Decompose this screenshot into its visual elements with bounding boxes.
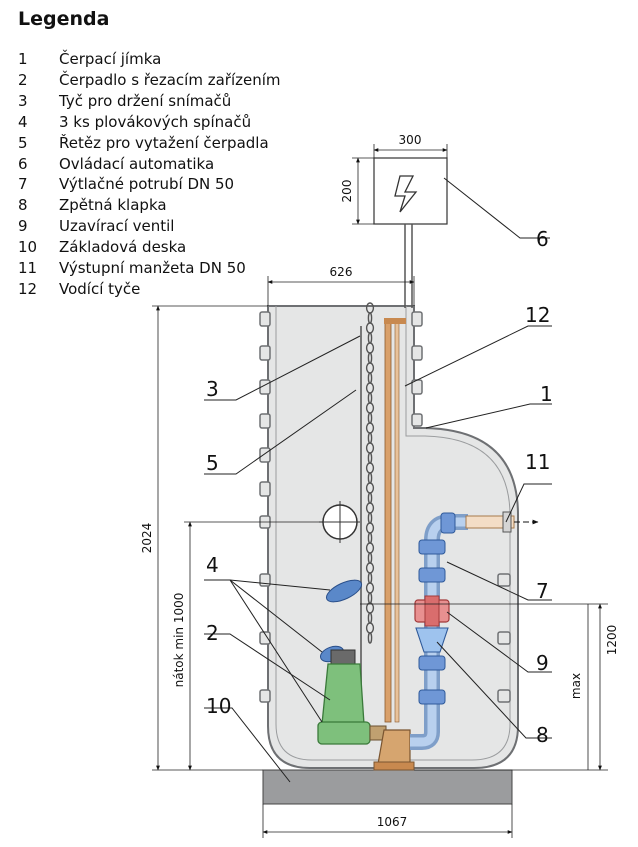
callout-3: 3 xyxy=(206,377,219,401)
legend-item-label: Čerpadlo s řezacím zařízením xyxy=(59,70,281,89)
legend-item-number: 6 xyxy=(18,154,28,173)
chain-link xyxy=(367,632,373,644)
legend-item: 5 Řetěz pro vytažení čerpadla xyxy=(18,133,281,154)
dim-total-height: 2024 xyxy=(140,523,154,554)
legend-item-number: 3 xyxy=(18,91,28,110)
dim-inlet-min: nátok min 1000 xyxy=(172,593,186,688)
legend-item-number: 12 xyxy=(18,279,38,298)
legend-item-label: Základová deska xyxy=(59,238,187,257)
pump xyxy=(317,649,415,771)
control-box xyxy=(373,157,448,308)
base-plate xyxy=(262,769,513,805)
legend-item: 3 Tyč pro držení snímačů xyxy=(18,91,281,112)
legend-item: 4 3 ks plovákových spínačů xyxy=(18,112,281,133)
dim-base-width: 1067 xyxy=(377,815,408,829)
legend-item-label: Řetěz pro vytažení čerpadla xyxy=(59,133,269,152)
dim-box-height: 200 xyxy=(340,180,354,203)
lifting-chain xyxy=(365,302,375,644)
legend-title: Legenda xyxy=(18,8,110,30)
callout-6: 6 xyxy=(536,227,549,251)
callout-12: 12 xyxy=(525,303,550,327)
legend-item-label: Výtlačné potrubí DN 50 xyxy=(59,175,235,194)
callout-9: 9 xyxy=(536,651,549,675)
legend-item-label: Ovládací automatika xyxy=(59,154,215,173)
legend-item-number: 7 xyxy=(18,175,28,194)
callout-8: 8 xyxy=(536,723,549,747)
legend-item: 12 Vodící tyče xyxy=(18,279,281,300)
legend-item-number: 5 xyxy=(18,133,28,152)
legend-item-number: 11 xyxy=(18,259,38,278)
legend-item-number: 1 xyxy=(18,50,28,68)
callout-1: 1 xyxy=(540,382,553,406)
callout-11: 11 xyxy=(525,450,550,474)
callout-5: 5 xyxy=(206,451,219,475)
legend-item-number: 8 xyxy=(18,196,28,215)
lightning-icon xyxy=(394,175,418,213)
legend-item: 8 Zpětná klapka xyxy=(18,195,281,216)
legend-item-label: Tyč pro držení snímačů xyxy=(59,91,232,110)
legend-item-label: Výstupní manžeta DN 50 xyxy=(59,259,246,278)
legend-item-label: Vodící tyče xyxy=(59,279,141,298)
callout-7: 7 xyxy=(536,579,549,603)
legend-item-label: Uzavírací ventil xyxy=(59,217,175,236)
legend-item: 2 Čerpadlo s řezacím zařízením xyxy=(18,70,281,91)
legend-item-number: 10 xyxy=(18,238,38,257)
dim-shaft-width: 626 xyxy=(330,265,353,279)
legend-item: 6 Ovládací automatika xyxy=(18,154,281,175)
legend-item: 10 Základová deska xyxy=(18,237,281,258)
legend-item-label: Zpětná klapka xyxy=(59,196,167,215)
legend-item-number: 2 xyxy=(18,70,28,89)
shutoff-valve xyxy=(414,595,450,627)
legend-item: 1 Čerpací jímka xyxy=(18,49,281,70)
dim-level-height: 1200 xyxy=(605,625,619,656)
dim-level-max: max xyxy=(569,673,583,699)
legend-item-number: 4 xyxy=(18,112,28,131)
legend-item-label: 3 ks plovákových spínačů xyxy=(59,112,252,131)
legend-item-label: Čerpací jímka xyxy=(59,50,162,68)
legend-item: 9 Uzavírací ventil xyxy=(18,216,281,237)
check-valve xyxy=(415,627,449,653)
legend-list: 1 Čerpací jímka 2 Čerpadlo s řezacím zaříze… xyxy=(18,49,281,300)
legend-item: 11 Výstupní manžeta DN 50 xyxy=(18,258,281,279)
callout-2: 2 xyxy=(206,621,219,645)
callout-4: 4 xyxy=(206,553,219,577)
guide-rods xyxy=(384,318,406,723)
dim-box-width: 300 xyxy=(399,133,422,147)
discharge-pipe xyxy=(410,512,468,750)
legend-item: 7 Výtlačné potrubí DN 50 xyxy=(18,174,281,195)
callout-10: 10 xyxy=(206,694,231,718)
legend-item-number: 9 xyxy=(18,217,28,236)
